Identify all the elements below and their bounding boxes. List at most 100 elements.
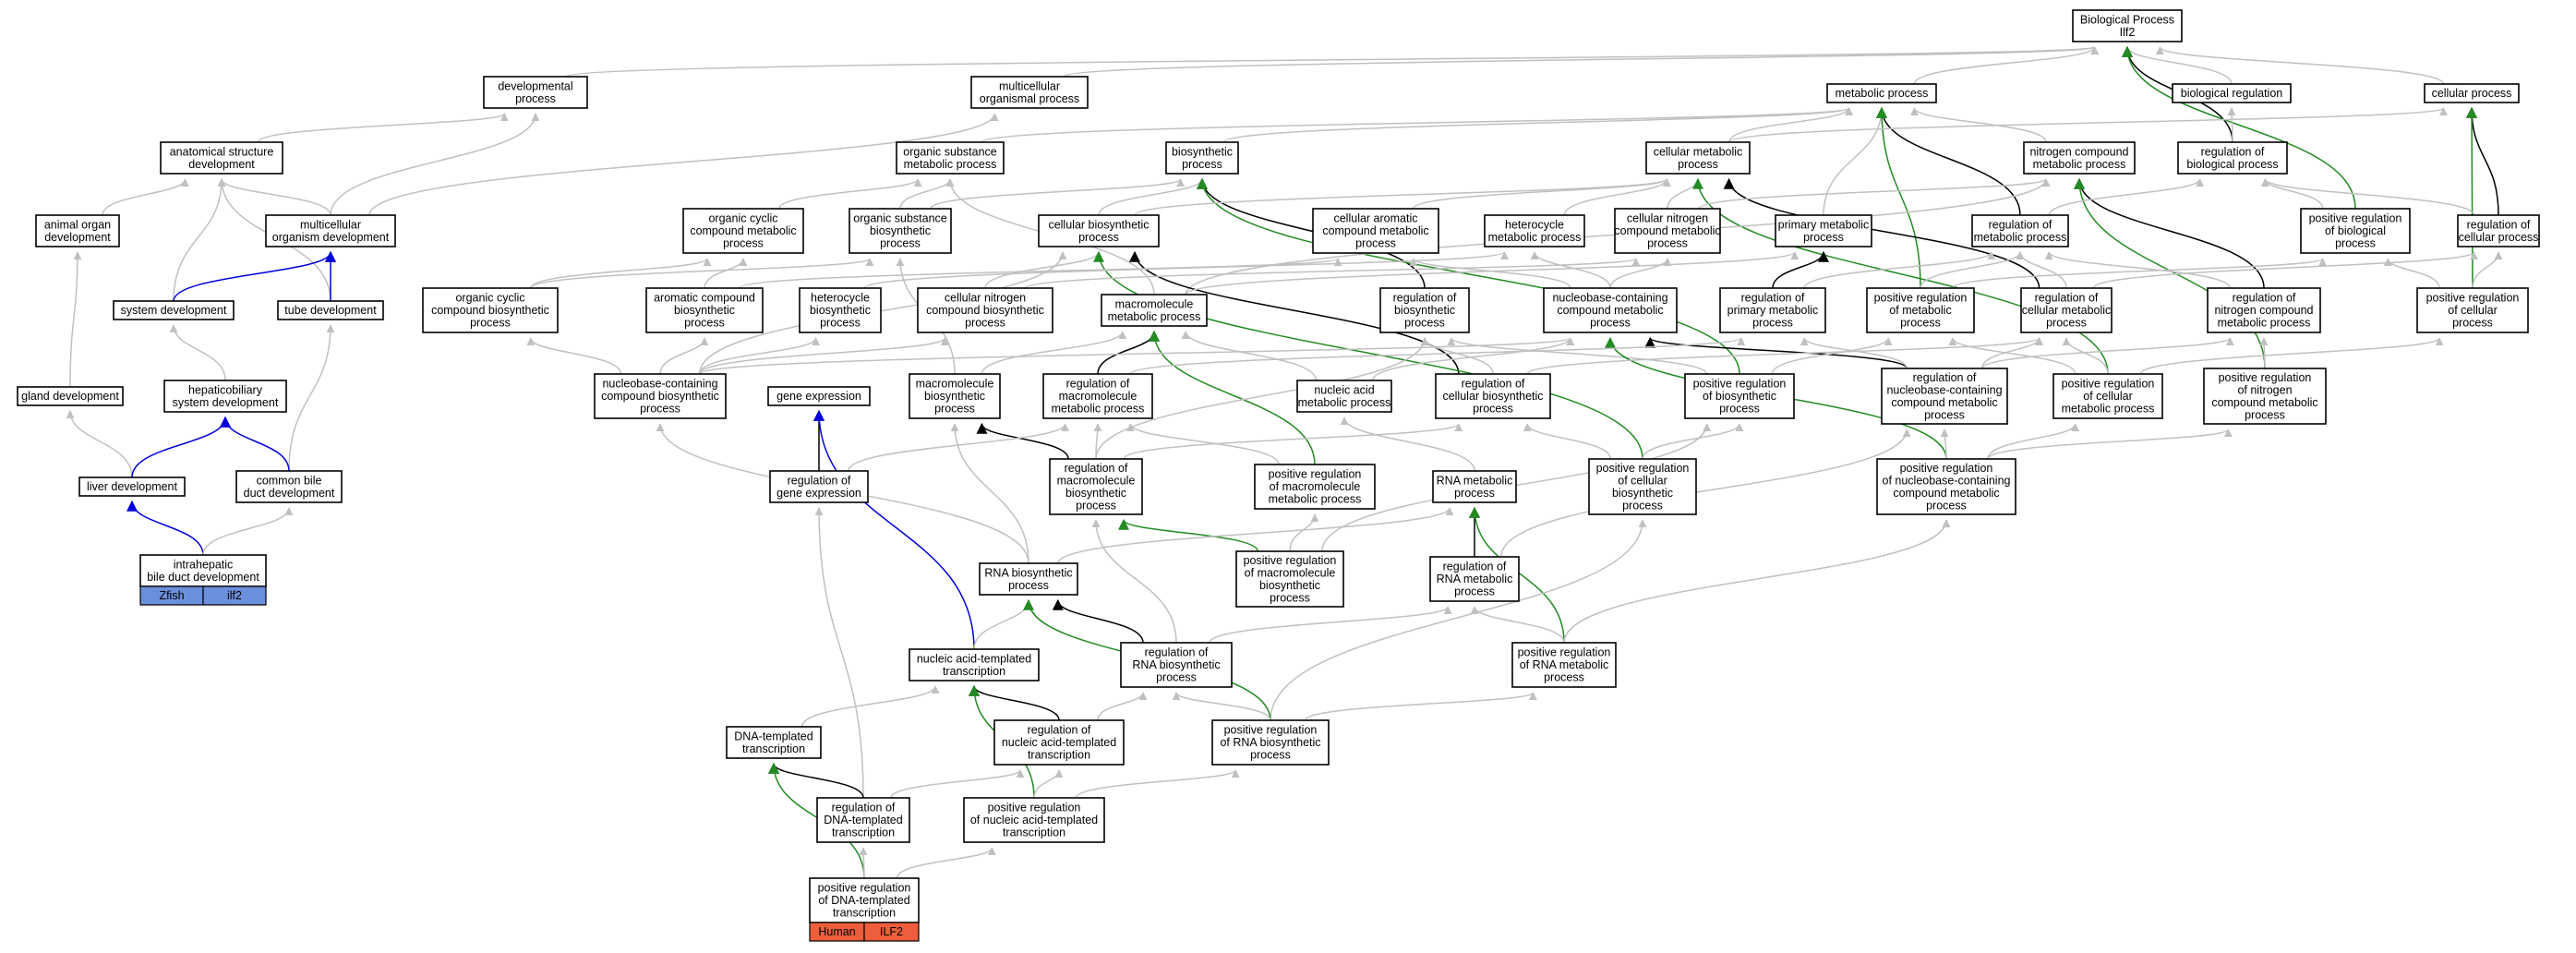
go-term-node[interactable]: biological regulation bbox=[2172, 83, 2292, 103]
go-term-box bbox=[816, 797, 910, 843]
edge-n49-to-n35 bbox=[1948, 337, 2076, 375]
edge-n57-to-n17 bbox=[1093, 250, 1643, 460]
go-term-box bbox=[163, 380, 287, 413]
go-term-node[interactable]: gene expression bbox=[767, 386, 871, 406]
go-term-box bbox=[1120, 642, 1233, 688]
edge-n23-to-n1 bbox=[2122, 45, 2356, 210]
edge-n51-to-n40 bbox=[131, 416, 231, 478]
edge-n14-to-n3 bbox=[368, 113, 999, 216]
edge-n65-to-n58 bbox=[1563, 519, 1951, 644]
go-term-label: biological regulation bbox=[2181, 87, 2283, 100]
edge-n38-to-n24 bbox=[2472, 251, 2503, 289]
go-term-node[interactable]: gland development bbox=[17, 386, 124, 406]
gene-cell bbox=[202, 585, 267, 606]
go-term-box bbox=[963, 797, 1105, 843]
edge-n58-to-n50 bbox=[1987, 428, 2233, 460]
go-term-box bbox=[809, 877, 920, 923]
edge-n24-to-n6 bbox=[2466, 106, 2499, 216]
go-term-node[interactable]: metabolic process bbox=[1826, 83, 1937, 103]
edge-n66-to-n63 bbox=[800, 685, 940, 728]
go-term-node[interactable]: cellular process bbox=[2424, 83, 2520, 103]
go-term-box bbox=[970, 76, 1089, 109]
gene-label: ILF2 bbox=[880, 925, 903, 938]
edge-n49-to-n38 bbox=[2139, 337, 2444, 375]
go-term-node[interactable]: liver development bbox=[78, 476, 186, 497]
go-term-node[interactable]: system development bbox=[113, 300, 235, 320]
go-term-node[interactable]: tube development bbox=[277, 300, 384, 320]
edge-n53-to-n44 bbox=[848, 423, 1070, 472]
edge-n67-to-n63 bbox=[969, 684, 1060, 721]
edge-n61-to-n55 bbox=[1289, 513, 1319, 552]
